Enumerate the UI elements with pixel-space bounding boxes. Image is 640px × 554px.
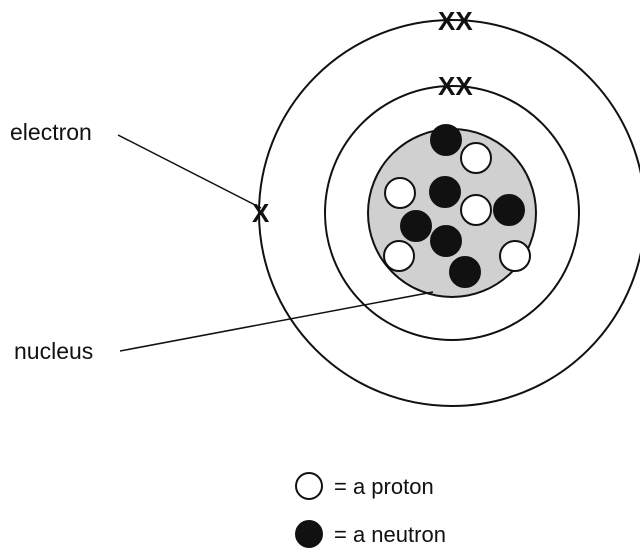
inner-electron-shell — [324, 85, 580, 341]
legend-proton-label: = a proton — [334, 474, 434, 499]
neutron — [430, 124, 462, 156]
neutron — [493, 194, 525, 226]
neutron — [429, 176, 461, 208]
proton — [499, 240, 531, 272]
neutron — [449, 256, 481, 288]
proton — [460, 194, 492, 226]
proton — [460, 142, 492, 174]
electron-mark-outer-top: XX — [438, 6, 473, 36]
proton-group — [383, 142, 531, 272]
legend-proton-icon — [295, 472, 323, 500]
proton — [383, 240, 415, 272]
neutron-group — [400, 124, 525, 288]
nucleus-label: nucleus — [14, 338, 93, 364]
outer-electron-shell — [258, 19, 640, 407]
neutron — [400, 210, 432, 242]
legend-neutron-icon — [295, 520, 323, 548]
electron-label: electron — [10, 119, 92, 145]
neutron — [430, 225, 462, 257]
electron-mark-inner-top: XX — [438, 71, 473, 101]
proton — [384, 177, 416, 209]
nucleus-leader-line — [119, 291, 434, 352]
legend-neutron-label: = a neutron — [334, 522, 446, 547]
legend: = a proton = a neutron — [295, 472, 446, 548]
electron-leader-line — [117, 134, 262, 209]
electron-mark-outer-left: X — [252, 198, 270, 228]
